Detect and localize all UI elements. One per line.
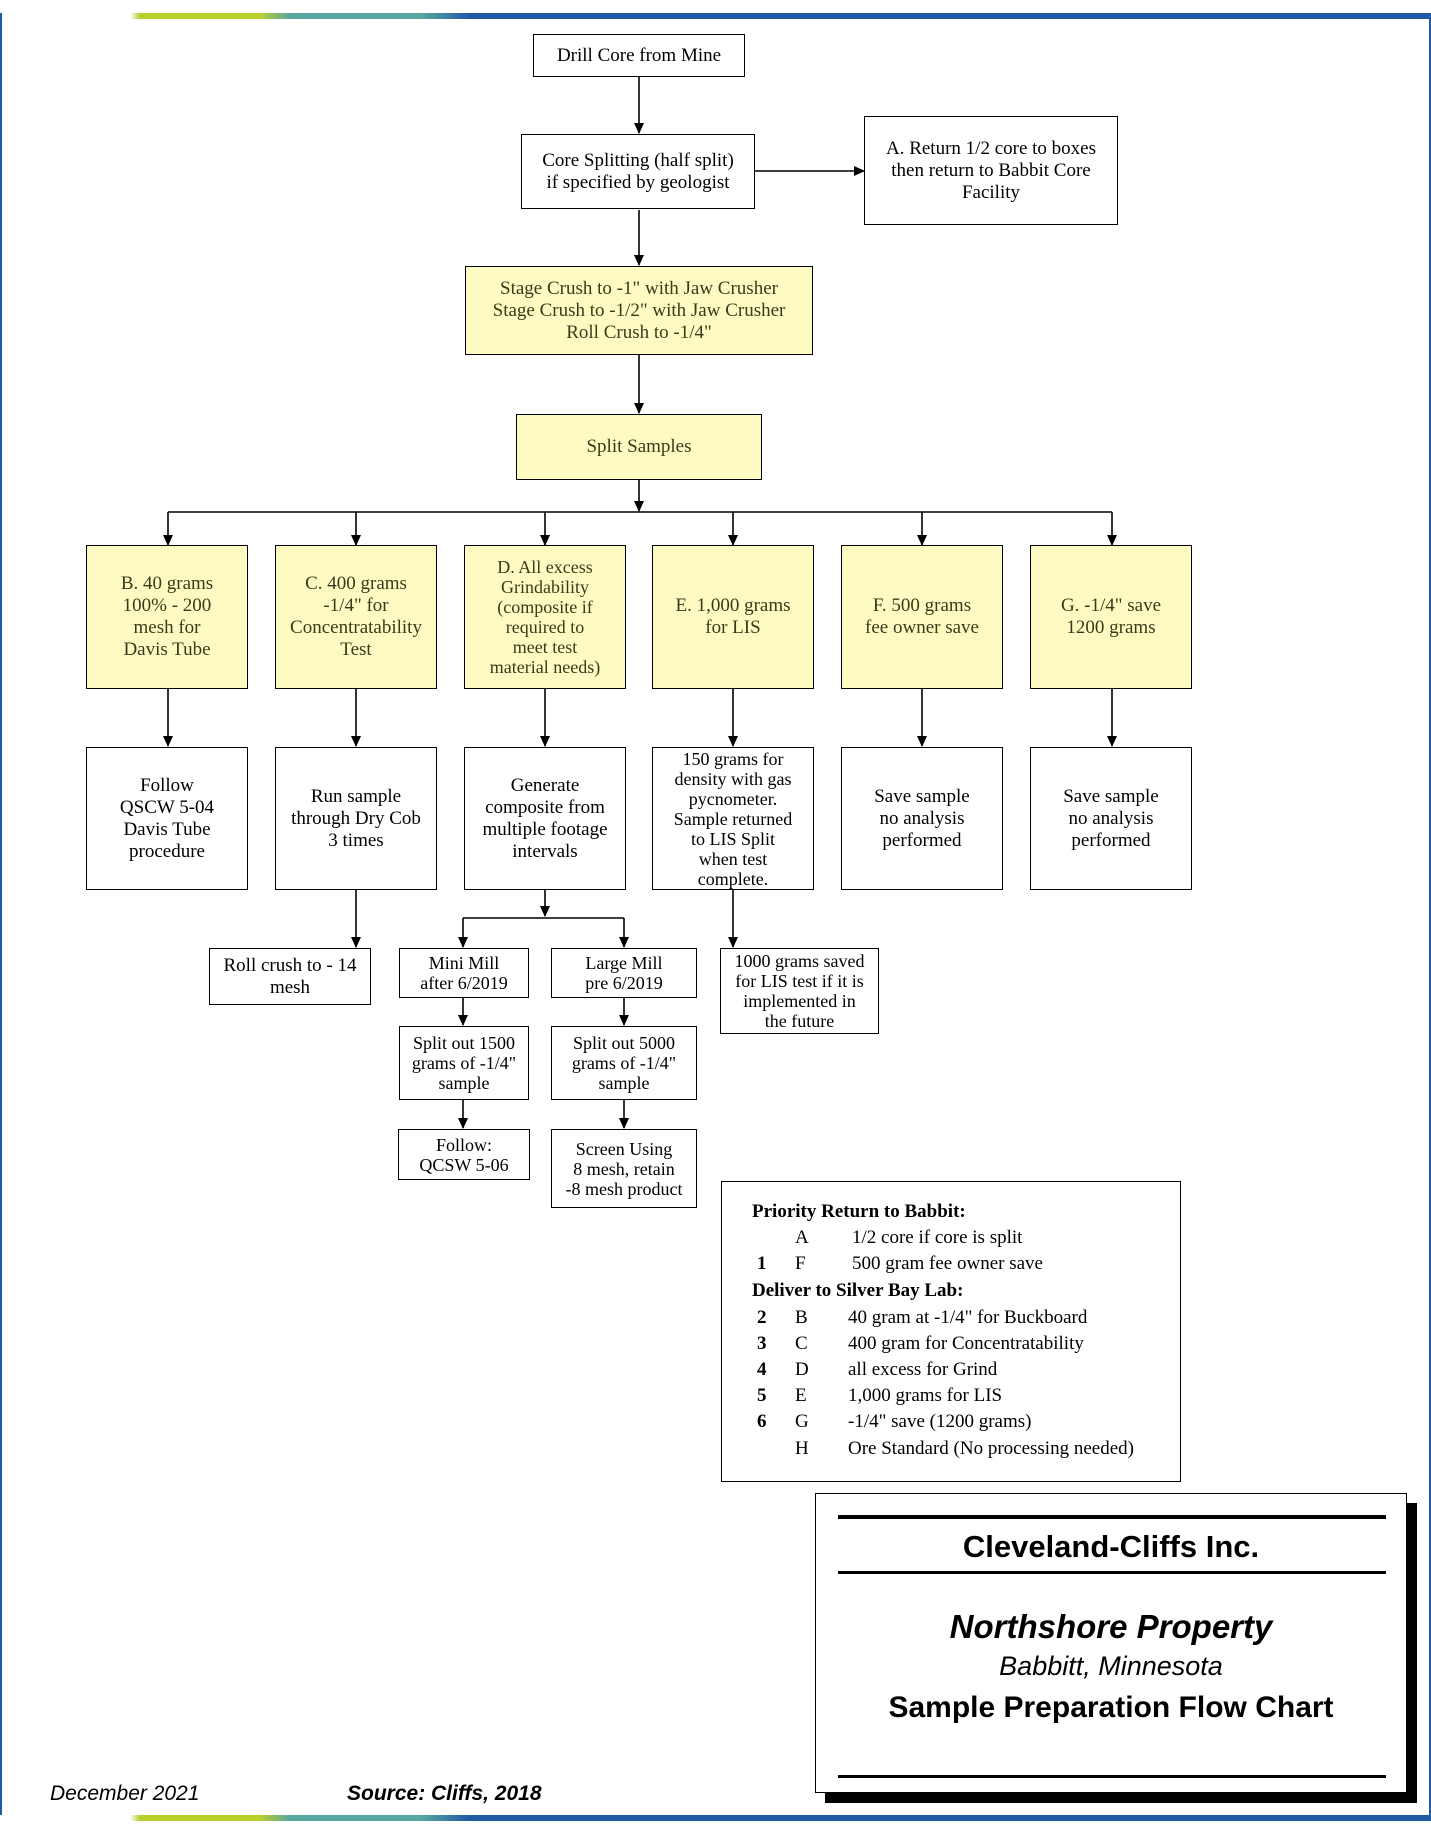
density-pycnometer-box: 150 grams for density with gas pycnomete… [652, 747, 814, 890]
sample-e-box: E. 1,000 grams for LIS [652, 545, 814, 689]
legend-deliver-title: Deliver to Silver Bay Lab: [752, 1280, 964, 1301]
legend-row-f: 1 F 500 gram fee owner save [757, 1253, 1043, 1274]
mini-mill-box: Mini Mill after 6/2019 [399, 948, 529, 998]
title-rule-top [838, 1515, 1386, 1519]
legend-row-b: 2 B 40 gram at -1/4" for Buckboard [757, 1307, 1088, 1328]
sample-f-box: F. 500 grams fee owner save [841, 545, 1003, 689]
footer-date: December 2021 [50, 1782, 200, 1805]
legend-row-e: 5 E 1,000 grams for LIS [757, 1385, 1003, 1406]
legend-row-c: 3 C 400 gram for Concentratability [757, 1333, 1084, 1354]
sample-g-box: G. -1/4" save 1200 grams [1030, 545, 1192, 689]
stage-crush-box: Stage Crush to -1" with Jaw Crusher Stag… [465, 266, 813, 355]
follow-qcsw-506-box: Follow: QCSW 5-06 [398, 1129, 530, 1180]
screen-8-mesh-box: Screen Using 8 mesh, retain -8 mesh prod… [551, 1129, 697, 1208]
split-samples-box: Split Samples [516, 414, 762, 480]
split-1500-box: Split out 1500 grams of -1/4" sample [399, 1026, 529, 1100]
priority-legend: Priority Return to Babbit: A 1/2 core if… [721, 1181, 1181, 1482]
drill-core-box: Drill Core from Mine [533, 34, 745, 77]
roll-crush-box: Roll crush to - 14 mesh [209, 948, 371, 1005]
large-mill-box: Large Mill pre 6/2019 [551, 948, 697, 998]
company-name: Cleveland-Cliffs Inc. [962, 1529, 1260, 1564]
split-5000-box: Split out 5000 grams of -1/4" sample [551, 1026, 697, 1100]
dry-cob-box: Run sample through Dry Cob 3 times [275, 747, 437, 890]
legend-row-a: A 1/2 core if core is split [795, 1227, 1023, 1248]
frame-right-border [1429, 13, 1431, 1821]
generate-composite-box: Generate composite from multiple footage… [464, 747, 626, 890]
save-sample-g-box: Save sample no analysis performed [1030, 747, 1192, 890]
sample-c-box: C. 400 grams -1/4" for Concentratability… [275, 545, 437, 689]
title-rule-bottom [838, 1775, 1386, 1778]
sample-d-box: D. All excess Grindability (composite if… [464, 545, 626, 689]
sample-b-box: B. 40 grams 100% - 200 mesh for Davis Tu… [86, 545, 248, 689]
save-sample-f-box: Save sample no analysis performed [841, 747, 1003, 890]
frame-left-border [0, 13, 2, 1821]
core-splitting-box: Core Splitting (half split) if specified… [521, 134, 755, 209]
chart-title: Sample Preparation Flow Chart [888, 1691, 1334, 1724]
davis-tube-procedure-box: Follow QSCW 5-04 Davis Tube procedure [86, 747, 248, 890]
title-block: Cleveland-Cliffs Inc. Northshore Propert… [815, 1493, 1407, 1793]
legend-row-h: H Ore Standard (No processing needed) [795, 1438, 1134, 1459]
legend-priority-title: Priority Return to Babbit: [752, 1201, 966, 1222]
legend-row-d: 4 D all excess for Grind [757, 1359, 998, 1380]
property-name: Northshore Property [949, 1608, 1273, 1645]
lis-saved-box: 1000 grams saved for LIS test if it is i… [720, 948, 879, 1034]
legend-row-g: 6 G -1/4" save (1200 grams) [757, 1411, 1032, 1432]
title-rule-middle [838, 1571, 1386, 1574]
property-location: Babbitt, Minnesota [999, 1651, 1223, 1681]
frame-bottom-stripe [0, 1815, 1431, 1821]
frame-top-stripe [0, 13, 1431, 19]
return-core-box: A. Return 1/2 core to boxes then return … [864, 116, 1118, 225]
footer-source: Source: Cliffs, 2018 [347, 1782, 542, 1805]
